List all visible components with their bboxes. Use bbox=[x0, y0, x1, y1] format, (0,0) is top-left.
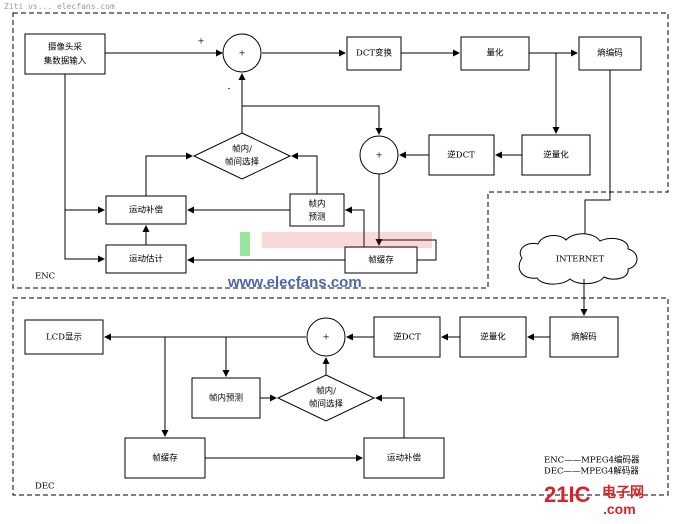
enc-sum-symbol: + bbox=[238, 49, 245, 59]
dec-intra-prediction-label: 帧内预测 bbox=[209, 393, 243, 404]
dec-sum-symbol: + bbox=[322, 333, 329, 343]
intra-prediction-label-2: 预测 bbox=[308, 212, 325, 223]
dec-select-label-2: 帧间选择 bbox=[309, 399, 344, 410]
dct-block bbox=[346, 36, 402, 71]
dec-sum-junction bbox=[306, 317, 346, 357]
motion-compensation-block bbox=[105, 195, 187, 225]
legend-enc: ENC——MPEG4编码器 bbox=[544, 455, 640, 466]
dec-intra-inter-select bbox=[276, 374, 376, 422]
enc-select-label-1: 帧内/ bbox=[232, 144, 252, 155]
logo-text-a: 21IC bbox=[544, 482, 591, 507]
dec-motion-compensation-block bbox=[363, 437, 445, 479]
enc-select-label-2: 帧间选择 bbox=[225, 157, 260, 168]
internet-label: INTERNET bbox=[556, 255, 605, 265]
intra-prediction-label-1: 帧内 bbox=[308, 199, 325, 210]
logo-text-c: .com bbox=[603, 501, 636, 517]
dec-label: DEC bbox=[35, 482, 55, 492]
motion-estimation-block bbox=[105, 244, 187, 274]
dec-inverse-dct-label: 逆DCT bbox=[393, 332, 421, 343]
watermark-green-bar bbox=[240, 232, 250, 256]
dec-region-border bbox=[12, 297, 669, 496]
inverse-dct-label: 逆DCT bbox=[447, 150, 475, 161]
internet-cloud bbox=[518, 233, 638, 285]
enc-minus-sign: - bbox=[228, 84, 231, 94]
intra-prediction-block bbox=[289, 193, 345, 227]
enc-plus-sign: + bbox=[197, 37, 204, 47]
dec-frame-buffer-label: 帧缓存 bbox=[152, 453, 178, 464]
entropy-encode-block bbox=[578, 36, 642, 71]
watermark-mid: www.elecfans.com bbox=[227, 274, 362, 291]
enc-sum-junction bbox=[222, 33, 262, 73]
motion-compensation-label: 运动补偿 bbox=[129, 205, 164, 216]
entropy-encode-label: 熵编码 bbox=[597, 48, 623, 59]
enc-region-border bbox=[12, 12, 669, 289]
enc-intra-inter-select bbox=[192, 132, 292, 180]
lcd-display-label: LCD显示 bbox=[46, 333, 82, 343]
logo-text-b: 电子网 bbox=[602, 484, 644, 500]
motion-estimation-label: 运动估计 bbox=[129, 254, 164, 265]
entropy-decode-block bbox=[549, 316, 619, 358]
enc-recon-sum-symbol: + bbox=[375, 151, 382, 161]
camera-input-block bbox=[24, 33, 106, 75]
quantization-block bbox=[460, 36, 530, 71]
quantization-label: 量化 bbox=[486, 48, 504, 59]
inverse-quant-label: 逆量化 bbox=[543, 150, 569, 161]
dec-inverse-dct-block bbox=[373, 316, 441, 358]
dct-label: DCT变换 bbox=[356, 48, 392, 59]
legend-dec: DEC——MPEG4解码器 bbox=[544, 466, 639, 477]
camera-input-label-1: 摄像头采 bbox=[48, 42, 83, 53]
watermark-top: Ziti vs... elecfans.com bbox=[4, 2, 115, 11]
camera-input-label-2: 集数据输入 bbox=[44, 56, 87, 67]
dec-motion-compensation-label: 运动补偿 bbox=[387, 453, 422, 464]
frame-buffer-label: 帧缓存 bbox=[368, 255, 394, 266]
dec-inverse-quant-label: 逆量化 bbox=[480, 332, 506, 343]
entropy-decode-label: 熵解码 bbox=[571, 332, 597, 343]
dec-select-label-1: 帧内/ bbox=[316, 386, 336, 397]
watermark-red-band bbox=[262, 232, 432, 248]
logo-21ic: 21IC 电子网 .com bbox=[544, 482, 644, 517]
enc-label: ENC bbox=[35, 272, 55, 282]
lcd-display-block bbox=[24, 319, 104, 355]
